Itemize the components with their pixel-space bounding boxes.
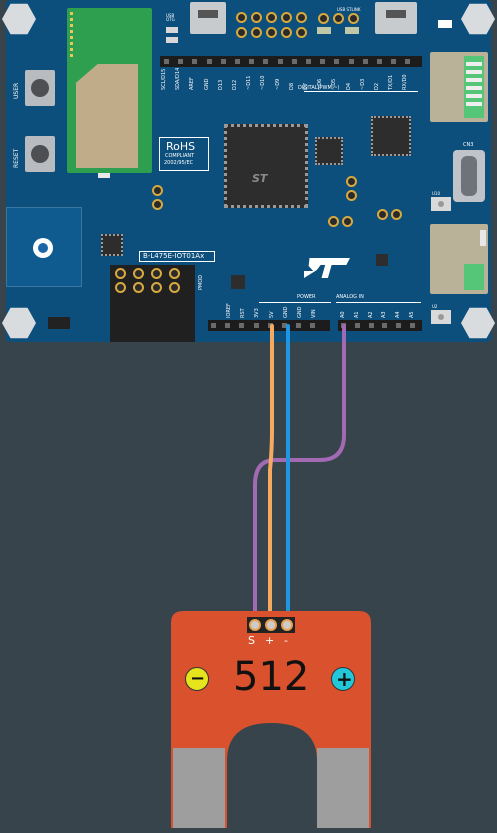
digital-pin[interactable] [277,59,283,64]
digital-pin[interactable] [377,59,382,64]
digital-pin[interactable] [405,59,411,64]
analog-pin[interactable] [354,323,360,328]
digital-pin[interactable] [249,59,255,64]
minus-icon: − [190,668,206,689]
sensor-module-bottom [430,224,488,294]
usb-stlink-connector [375,2,417,34]
pin-s[interactable] [249,619,261,631]
soil-moisture-sensor: S + - − 512 + [171,611,371,828]
digital-pin[interactable] [192,59,198,64]
stm32-iot-board: USER RESET USB OTG USB STLINK DIGITAL(PW… [2,0,495,342]
power-pin[interactable] [296,323,302,328]
digital-pin[interactable] [164,59,169,64]
power-pin[interactable] [253,323,259,328]
chip-right [371,116,411,156]
cn-connector [453,150,485,202]
pmod-connector [110,265,195,342]
plus-icon: + [336,667,353,691]
rohs-mark: RoHS COMPLIANT 2002/95/EC [159,137,209,171]
main-mcu: ST [224,124,308,208]
wifi-module [67,8,152,173]
u17-chip [231,275,245,289]
led [98,173,110,178]
sensor-module-top [430,52,488,122]
digital-header [160,56,422,67]
digital-pin[interactable] [220,59,226,64]
digital-pin[interactable] [334,59,340,64]
cn-label: CN3 [463,142,474,148]
analog-header-label: ANALOG IN [336,294,364,300]
u10-label: U10 [432,191,441,196]
digital-pin[interactable] [362,59,368,64]
decrease-moisture-button[interactable]: − [185,667,209,691]
u8-chip [101,234,123,256]
chip-small [315,137,343,165]
pin-plus[interactable] [265,619,277,631]
digital-pin[interactable] [206,59,212,64]
increase-moisture-button[interactable]: + [331,667,355,691]
u14-chip [48,317,70,329]
digital-pin[interactable] [178,59,184,64]
usb-otg-label: USB OTG [166,13,175,22]
digital-pin[interactable] [306,59,311,64]
power-pin[interactable] [225,323,231,328]
usb-stlink-label: USB STLINK [337,7,361,12]
analog-pin[interactable] [396,323,402,328]
digital-pin[interactable] [263,59,269,64]
pin-label-minus: - [284,634,288,647]
power-header-label: POWER [297,294,316,300]
analog-pin[interactable] [382,323,388,328]
board-name-box: B-L475E-IOT01Ax [139,251,215,262]
st-logo-icon: ST [252,172,268,185]
u2-chip [431,310,451,324]
reset-button[interactable] [25,136,55,172]
power-pin[interactable] [310,323,316,328]
light-sensor-area [6,207,82,287]
power-pin[interactable] [239,323,245,328]
digital-pin[interactable] [391,59,397,64]
u5-chip [376,254,388,266]
digital-pin[interactable] [291,59,297,64]
analog-header [338,320,422,331]
power-pin[interactable] [211,323,216,328]
wire-signal[interactable] [253,324,346,627]
pin-minus[interactable] [281,619,293,631]
digital-pin[interactable] [320,59,326,64]
digital-header-label: DIGITAL(PWM ~) [298,85,340,91]
digital-pin[interactable] [348,59,354,64]
digital-pin[interactable] [235,59,240,64]
power-pin[interactable] [282,323,287,328]
u10-chip [431,197,451,211]
usb-otg-connector [190,2,226,34]
analog-pin[interactable] [368,323,374,328]
moisture-value: 512 [233,654,310,700]
pin-label-s: S [248,634,255,647]
analog-pin[interactable] [410,323,415,328]
user-button[interactable] [25,70,55,106]
u2-label: U2 [432,304,438,309]
wire-power[interactable] [268,324,274,627]
pin-label-plus: + [265,634,275,647]
